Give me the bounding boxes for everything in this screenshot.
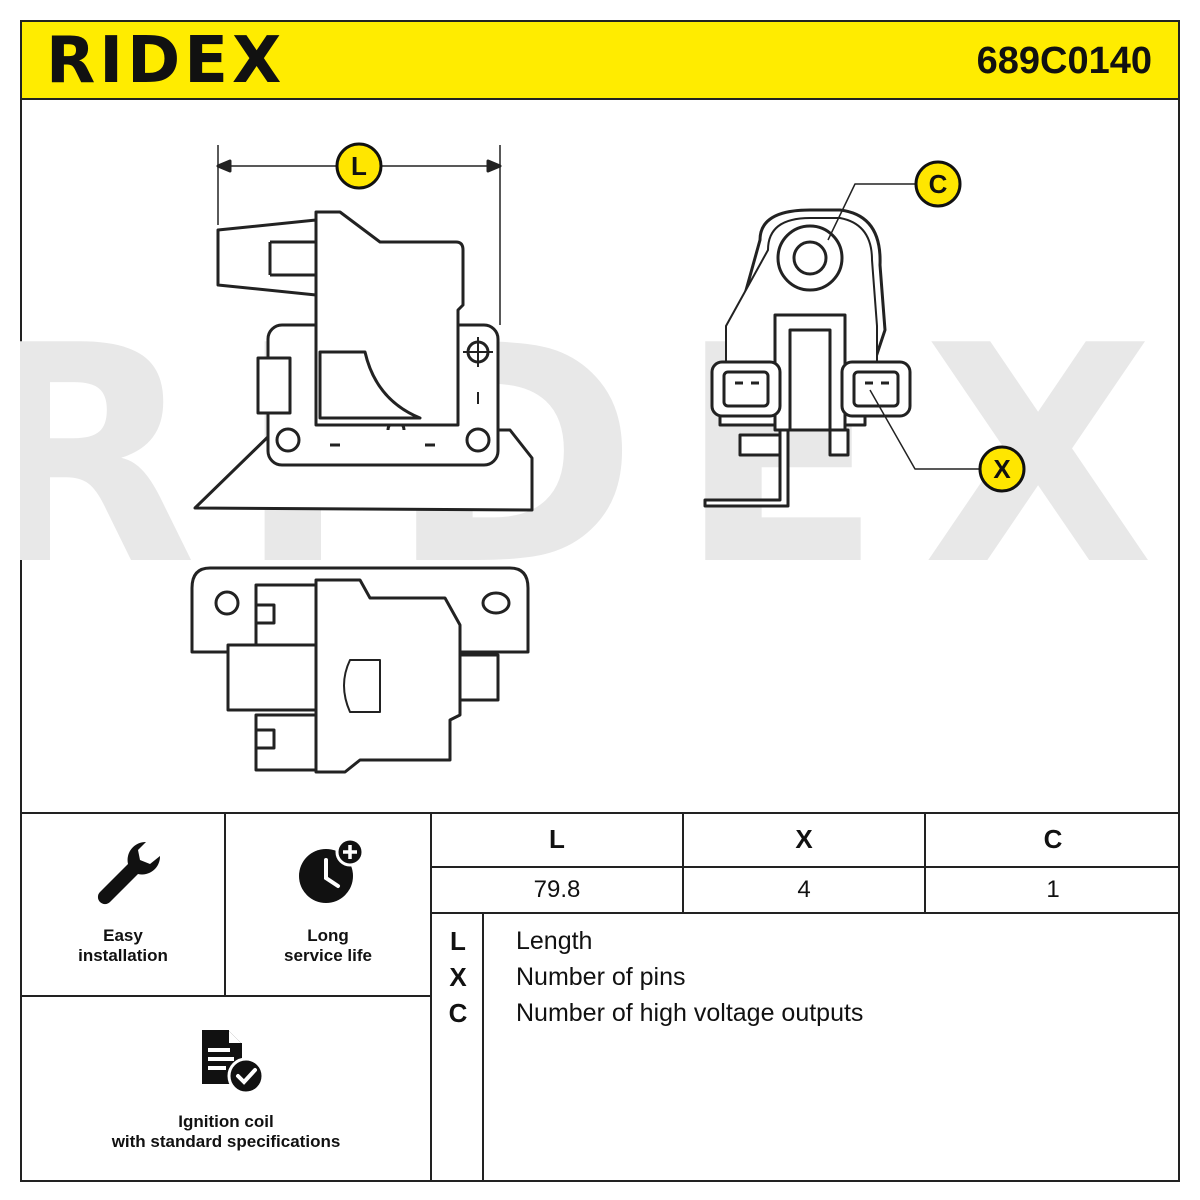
spec-col-divider-1	[682, 812, 684, 914]
spec-header-divider	[430, 866, 1180, 868]
feature-divider	[224, 812, 226, 996]
legend-divider	[482, 912, 484, 1182]
wrench-icon	[97, 841, 161, 905]
header-bar	[20, 20, 1180, 100]
spec-value-divider	[430, 912, 1180, 914]
legend-desc-outputs: Number of high voltage outputs	[516, 999, 864, 1027]
content-frame	[20, 98, 1180, 1182]
callout-l	[335, 142, 383, 190]
callout-l-label: L	[351, 151, 367, 181]
spec-header-x: X	[795, 824, 813, 854]
spec-divider	[430, 812, 432, 1182]
legend-desc-length: Length	[516, 927, 593, 955]
spec-header-l: L	[549, 824, 565, 854]
callout-c-label: C	[929, 169, 948, 199]
spec-header-c: C	[1043, 824, 1063, 854]
part-number: 689C0140	[976, 40, 1152, 82]
spec-col-divider-2	[924, 812, 926, 914]
spec-value-l: 79.8	[533, 876, 581, 903]
spec-value-x: 4	[797, 876, 811, 903]
legend-key-l: L	[450, 926, 466, 956]
legend-desc-pins: Number of pins	[516, 963, 686, 991]
callout-x-label: X	[993, 454, 1011, 484]
feature-row-divider	[20, 995, 432, 997]
spec-value-c: 1	[1046, 876, 1060, 903]
technical-drawing: RIDEX L	[20, 142, 1154, 774]
brand-logo: RIDEX	[46, 24, 286, 98]
legend-key-x: X	[449, 962, 467, 992]
document-check-icon	[202, 1030, 265, 1095]
section-divider	[20, 812, 1180, 814]
callout-c	[914, 160, 962, 208]
callout-x	[978, 445, 1026, 493]
clock-plus-icon	[299, 837, 365, 903]
legend-key-c: C	[448, 998, 468, 1028]
